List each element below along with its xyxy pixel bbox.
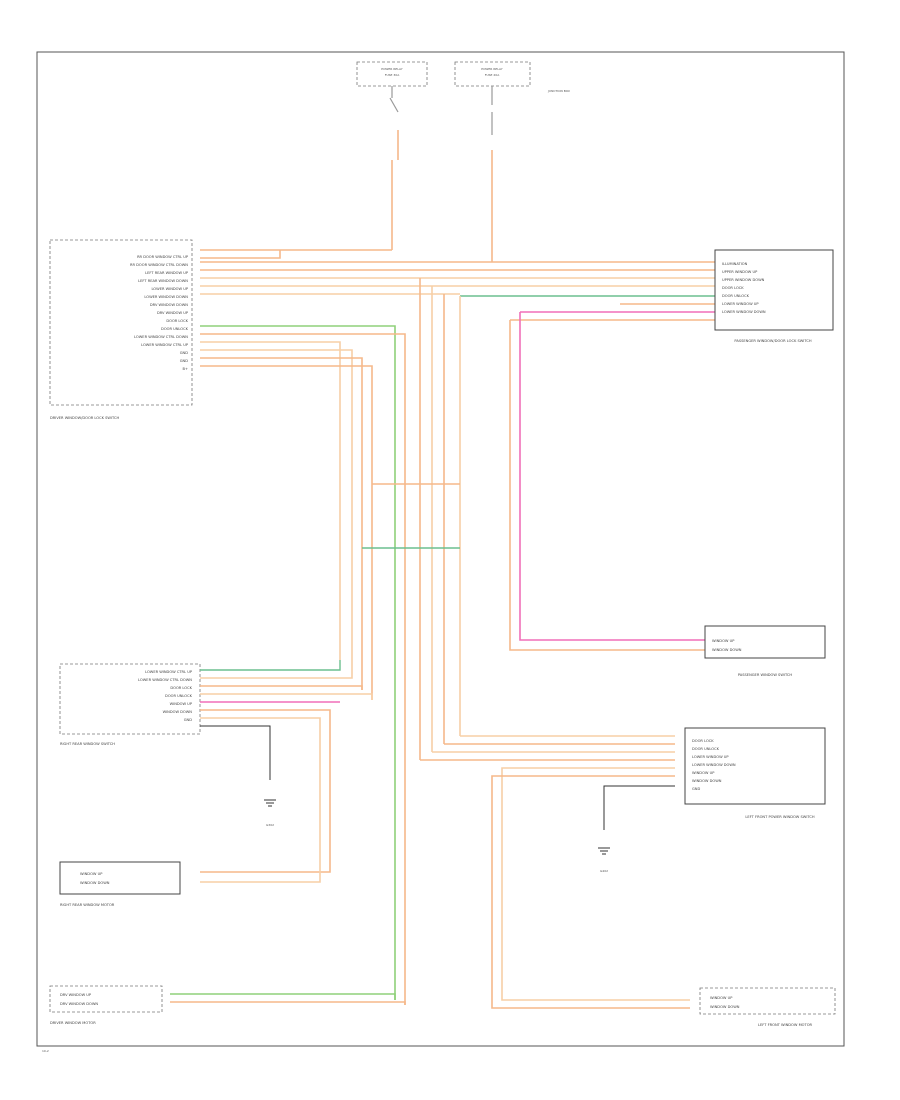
rear-window-switch: RIGHT REAR WINDOW SWITCH LOWER WINDOW CT… — [59, 660, 373, 883]
driver-switch-box — [49, 239, 193, 406]
driver-switch-pin-8: DRV WINDOW UP — [157, 311, 189, 315]
driver-window-lock-switch: DRIVER WINDOW/DOOR LOCK SWITCH RR DOOR W… — [49, 239, 193, 420]
rear-switch-pin-5: WINDOW UP — [170, 702, 193, 706]
passenger-window-switch-box — [704, 625, 826, 659]
driver-switch-pin-6: LOWER WINDOW DOWN — [144, 295, 188, 299]
passenger-window-lock-switch: PASSENGER WINDOW/DOOR LOCK SWITCH ILLUMI… — [714, 249, 834, 343]
passenger-switch-pin-3: UPPER WINDOW DOWN — [722, 278, 765, 282]
rear-switch-pin-2: LOWER WINDOW CTRL DOWN — [138, 678, 192, 682]
lf-motor-pin-1: WINDOW UP — [710, 996, 733, 1000]
power-feed-2: POWER RELAY FUSE 20A JUNCTION BOX — [454, 61, 570, 262]
power-feed-1: POWER RELAY FUSE 30A — [356, 61, 428, 250]
rear-motor-pin-2: WINDOW DOWN — [80, 881, 110, 885]
rear-motor-box — [59, 861, 181, 895]
passenger-window-switch-pin-2: WINDOW DOWN — [712, 648, 742, 652]
driver-switch-pin-13: GND — [180, 351, 188, 355]
main-bus-wires — [200, 249, 715, 1005]
driver-motor-pin-2: DRV WINDOW DOWN — [60, 1002, 98, 1006]
passenger-switch-pin-4: DOOR LOCK — [722, 286, 744, 290]
lf-switch-box — [684, 727, 826, 805]
rear-switch-pin-7: GND — [184, 718, 192, 722]
diagram-frame — [36, 51, 845, 1047]
page-ref: 10-2 — [42, 1049, 49, 1053]
rear-motor-title: RIGHT REAR WINDOW MOTOR — [60, 903, 115, 907]
driver-switch-pin-5: LOWER WINDOW UP — [151, 287, 188, 291]
relay-1-label: POWER RELAY — [381, 67, 403, 71]
lf-switch-pin-1: DOOR LOCK — [692, 739, 714, 743]
passenger-window-switch-pin-1: WINDOW UP — [712, 639, 735, 643]
driver-motor-box — [49, 985, 163, 1013]
lf-motor-box — [699, 987, 836, 1015]
lf-motor-title: LEFT FRONT WINDOW MOTOR — [758, 1023, 813, 1027]
ground-1-label: G302 — [266, 823, 274, 827]
passenger-switch-pin-5: DOOR UNLOCK — [722, 294, 750, 298]
rear-switch-box — [59, 663, 201, 735]
driver-switch-pin-9: DOOR LOCK — [166, 319, 188, 323]
passenger-switch-box — [714, 249, 834, 331]
driver-switch-pin-11: LOWER WINDOW CTRL DOWN — [134, 335, 188, 339]
relay-2-fuse: FUSE 20A — [485, 73, 500, 77]
rear-motor-pin-1: WINDOW UP — [80, 872, 103, 876]
lf-switch-pin-5: WINDOW UP — [692, 771, 715, 775]
driver-switch-pin-3: LEFT REAR WINDOW UP — [145, 271, 189, 275]
driver-switch-pin-10: DOOR UNLOCK — [161, 327, 189, 331]
lf-switch-pin-6: WINDOW DOWN — [692, 779, 722, 783]
driver-motor-title: DRIVER WINDOW MOTOR — [50, 1021, 96, 1025]
lf-switch-pin-4: LOWER WINDOW DOWN — [692, 763, 736, 767]
lf-power-window-switch: LEFT FRONT POWER WINDOW SWITCH DOOR LOCK… — [420, 727, 826, 1009]
passenger-switch-pin-1: ILLUMINATION — [722, 262, 748, 266]
rear-switch-pin-4: DOOR UNLOCK — [165, 694, 193, 698]
driver-switch-pin-2: RR DOOR WINDOW CTRL DOWN — [130, 263, 188, 267]
rear-switch-title: RIGHT REAR WINDOW SWITCH — [60, 742, 115, 746]
passenger-switch-pin-6: LOWER WINDOW UP — [722, 302, 759, 306]
lf-switch-pin-3: LOWER WINDOW UP — [692, 755, 729, 759]
lf-switch-pin-2: DOOR UNLOCK — [692, 747, 720, 751]
driver-switch-pin-1: RR DOOR WINDOW CTRL UP — [137, 255, 189, 259]
driver-switch-title: DRIVER WINDOW/DOOR LOCK SWITCH — [50, 416, 120, 420]
driver-switch-pin-7: DRV WINDOW DOWN — [150, 303, 188, 307]
lf-switch-title: LEFT FRONT POWER WINDOW SWITCH — [745, 815, 814, 819]
passenger-switch-title: PASSENGER WINDOW/DOOR LOCK SWITCH — [734, 339, 811, 343]
relay-2-label: POWER RELAY — [481, 67, 503, 71]
passenger-window-switch-title: PASSENGER WINDOW SWITCH — [738, 673, 793, 677]
passenger-switch-pin-2: UPPER WINDOW UP — [722, 270, 758, 274]
lf-window-motor: LEFT FRONT WINDOW MOTOR WINDOW UP WINDOW… — [640, 987, 836, 1027]
driver-switch-pin-12: LOWER WINDOW CTRL UP — [141, 343, 189, 347]
lf-switch-pin-7: GND — [692, 787, 700, 791]
ground-2-label: G402 — [600, 869, 608, 873]
rear-window-motor: RIGHT REAR WINDOW MOTOR WINDOW UP WINDOW… — [59, 861, 181, 907]
relay-1-fuse: FUSE 30A — [385, 73, 400, 77]
driver-switch-pin-4: LEFT REAR WINDOW DOWN — [138, 279, 188, 283]
rear-switch-pin-6: WINDOW DOWN — [163, 710, 193, 714]
rear-switch-pin-3: DOOR LOCK — [170, 686, 192, 690]
driver-motor-pin-1: DRV WINDOW UP — [60, 993, 92, 997]
driver-switch-pin-14: GND — [180, 359, 188, 363]
passenger-switch-pin-7: LOWER WINDOW DOWN — [722, 310, 766, 314]
driver-switch-pin-15: B+ — [183, 367, 188, 371]
relay-box-1 — [356, 61, 428, 87]
rear-switch-pin-1: LOWER WINDOW CTRL UP — [145, 670, 193, 674]
driver-window-motor: DRIVER WINDOW MOTOR DRV WINDOW UP DRV WI… — [49, 985, 406, 1025]
passenger-window-switch: PASSENGER WINDOW SWITCH WINDOW UP WINDOW… — [704, 625, 826, 677]
lf-motor-pin-2: WINDOW DOWN — [710, 1005, 740, 1009]
junction-box-label: JUNCTION BOX — [547, 89, 570, 93]
